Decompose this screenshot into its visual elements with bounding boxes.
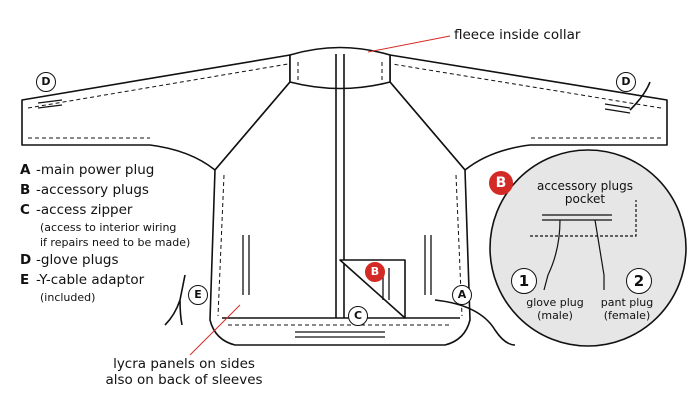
y-cable [164, 274, 186, 326]
lycra-callout: lycra panels on sides also on back of sl… [84, 356, 284, 388]
legend-item-c-note-2: if repairs need to be made) [40, 236, 191, 249]
badge-c: C [348, 306, 368, 326]
glove-plug-label: glove plug (male) [520, 296, 590, 322]
legend-item-c-note-1: (access to interior wiring [40, 221, 177, 234]
badge-2: 2 [626, 268, 652, 294]
badge-1: 1 [511, 268, 537, 294]
pant-plug-label: pant plug (female) [592, 296, 662, 322]
badge-d-right: D [616, 72, 636, 92]
accessory-pocket-detail [489, 149, 687, 347]
pant-plug-line1: pant plug [600, 296, 654, 309]
detail-title-line1: accessory plugs [536, 179, 634, 193]
badge-a: A [452, 285, 472, 305]
collar-callout: fleece inside collar [454, 27, 581, 43]
badge-b-detail: B [489, 171, 513, 195]
legend-item-b: B-accessory plugs [20, 182, 149, 198]
legend-item-c: C-access zipper [20, 202, 133, 218]
pant-plug-line2: (female) [603, 309, 651, 322]
badge-d-left: D [36, 72, 56, 92]
legend-item-a: A-main power plug [20, 162, 155, 178]
lycra-callout-line2: also on back of sleeves [105, 372, 263, 388]
legend-item-e-note: (included) [40, 291, 96, 304]
detail-title: accessory plugs pocket [530, 180, 640, 206]
badge-b-body: B [365, 262, 385, 282]
collar [289, 46, 391, 90]
legend-item-d: D-glove plugs [20, 252, 119, 268]
legend-item-e: E-Y-cable adaptor [20, 272, 145, 288]
badge-e: E [188, 285, 208, 305]
detail-title-line2: pocket [564, 192, 606, 206]
lycra-callout-line1: lycra panels on sides [113, 356, 255, 372]
glove-plug-line2: (male) [537, 309, 573, 322]
glove-plug-line1: glove plug [526, 296, 584, 309]
legend: A-main power plug B-accessory plugs C-ac… [20, 160, 190, 305]
